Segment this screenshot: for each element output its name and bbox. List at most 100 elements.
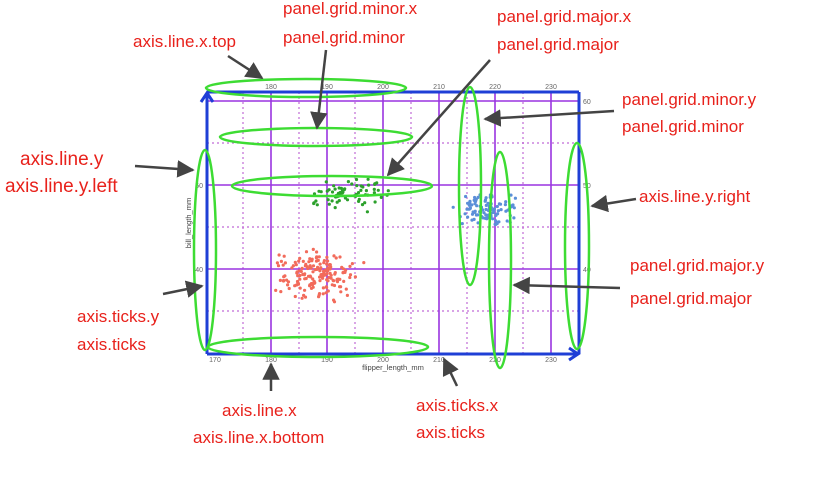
data-point-green [355, 184, 359, 188]
data-point-green [315, 203, 319, 207]
data-point-green [312, 201, 316, 206]
data-point-red [311, 264, 316, 268]
data-point-blue [491, 217, 495, 221]
x-tick-label-bottom: 170 [209, 357, 221, 364]
data-point-red [335, 278, 339, 282]
data-point-red [316, 258, 320, 262]
data-point-red [325, 268, 329, 272]
data-point-green [342, 187, 346, 192]
data-point-red [334, 256, 338, 260]
highlight-minor-grid-y [457, 85, 483, 287]
data-point-red [317, 255, 321, 259]
data-point-blue [468, 206, 472, 210]
arrow-major-grid-x [386, 59, 491, 177]
data-point-red [286, 283, 290, 287]
data-point-blue [509, 193, 513, 197]
data-point-red [277, 253, 281, 257]
data-point-red [286, 280, 291, 284]
label-panel-grid-major-y: panel.grid.major.y [630, 256, 765, 275]
highlight-major-grid-y [487, 150, 513, 370]
data-point-red [311, 270, 315, 274]
data-point-red [281, 279, 286, 283]
data-point-blue [481, 216, 485, 220]
data-point-red [307, 260, 311, 264]
data-point-green [357, 199, 361, 203]
data-point-red [275, 261, 279, 265]
label-axis-line-x-top: axis.line.x.top [133, 32, 236, 51]
data-point-blue [499, 208, 503, 212]
data-point-blue [476, 213, 480, 217]
data-point-red [321, 276, 325, 280]
minor-grid-x [242, 92, 524, 354]
data-point-red [297, 269, 301, 273]
x-tick-label-bottom: 180 [265, 357, 277, 364]
data-point-blue [473, 195, 477, 200]
data-point-blue [511, 203, 515, 207]
data-point-red [350, 262, 354, 266]
data-point-red [303, 288, 307, 292]
major-grid-y [207, 100, 579, 270]
data-point-red [302, 273, 306, 277]
data-point-green [373, 200, 377, 204]
x-tick-label-bottom: 200 [377, 357, 389, 364]
x-tick-label-top: 200 [377, 84, 389, 91]
data-point-blue [464, 194, 468, 199]
data-point-red [274, 288, 278, 292]
y-tick-label-right: 60 [583, 99, 591, 106]
data-point-red [317, 295, 321, 299]
x-tick-label-top: 230 [545, 84, 557, 91]
arrow-axis-ticks-y [162, 280, 204, 298]
data-point-blue [470, 212, 475, 216]
data-point-red [333, 272, 337, 276]
axis-line-y-arrowhead [199, 90, 215, 103]
data-point-blue [476, 221, 480, 225]
label-axis-line-y-right: axis.line.y.right [639, 187, 750, 206]
data-point-red [278, 278, 282, 282]
data-point-red [282, 275, 286, 279]
data-point-blue [463, 212, 467, 216]
data-point-green [326, 198, 330, 202]
data-point-red [339, 285, 343, 289]
label-axis-line-y: axis.line.y [20, 149, 104, 170]
scatter-points [274, 177, 518, 304]
data-point-red [283, 261, 287, 265]
label-axis-ticks-x-generic: axis.ticks [416, 423, 485, 442]
highlight-axis-line-x-top [204, 77, 408, 99]
data-point-green [359, 188, 363, 192]
label-panel-grid-minor-y-generic: panel.grid.minor [622, 117, 744, 136]
data-point-red [308, 274, 312, 278]
data-point-red [340, 265, 344, 269]
x-tick-label-top: 210 [433, 84, 445, 91]
y-tick-label-left: 40 [195, 267, 203, 274]
data-point-green [343, 196, 347, 200]
annotation-labels: axis.line.x.top panel.grid.minor.x panel… [5, 0, 765, 447]
label-axis-ticks-y: axis.ticks.y [77, 307, 160, 326]
data-point-red [295, 271, 299, 275]
data-point-red [338, 255, 342, 259]
data-point-red [318, 262, 322, 266]
label-panel-grid-minor: panel.grid.minor [283, 28, 405, 47]
data-point-green [372, 187, 376, 191]
data-point-blue [491, 208, 496, 212]
highlight-major-grid-x [230, 174, 434, 198]
x-tick-label-top: 220 [489, 84, 501, 91]
label-axis-line-y-left: axis.line.y.left [5, 176, 118, 197]
data-point-red [325, 272, 329, 276]
data-point-green [379, 195, 383, 199]
x-axis-title: flipper_length_mm [362, 363, 424, 372]
data-point-green [333, 187, 337, 191]
data-point-blue [513, 196, 518, 200]
data-point-green [376, 188, 380, 192]
annotation-arrows [134, 49, 637, 391]
data-point-green [330, 190, 335, 194]
label-axis-ticks-x: axis.ticks.x [416, 396, 499, 415]
data-point-red [298, 286, 302, 290]
data-point-red [325, 262, 329, 266]
data-point-red [314, 256, 318, 260]
highlight-ellipses [192, 77, 591, 370]
data-point-red [310, 259, 314, 263]
data-point-blue [512, 216, 516, 220]
data-point-red [345, 293, 349, 297]
data-point-blue [484, 207, 488, 212]
